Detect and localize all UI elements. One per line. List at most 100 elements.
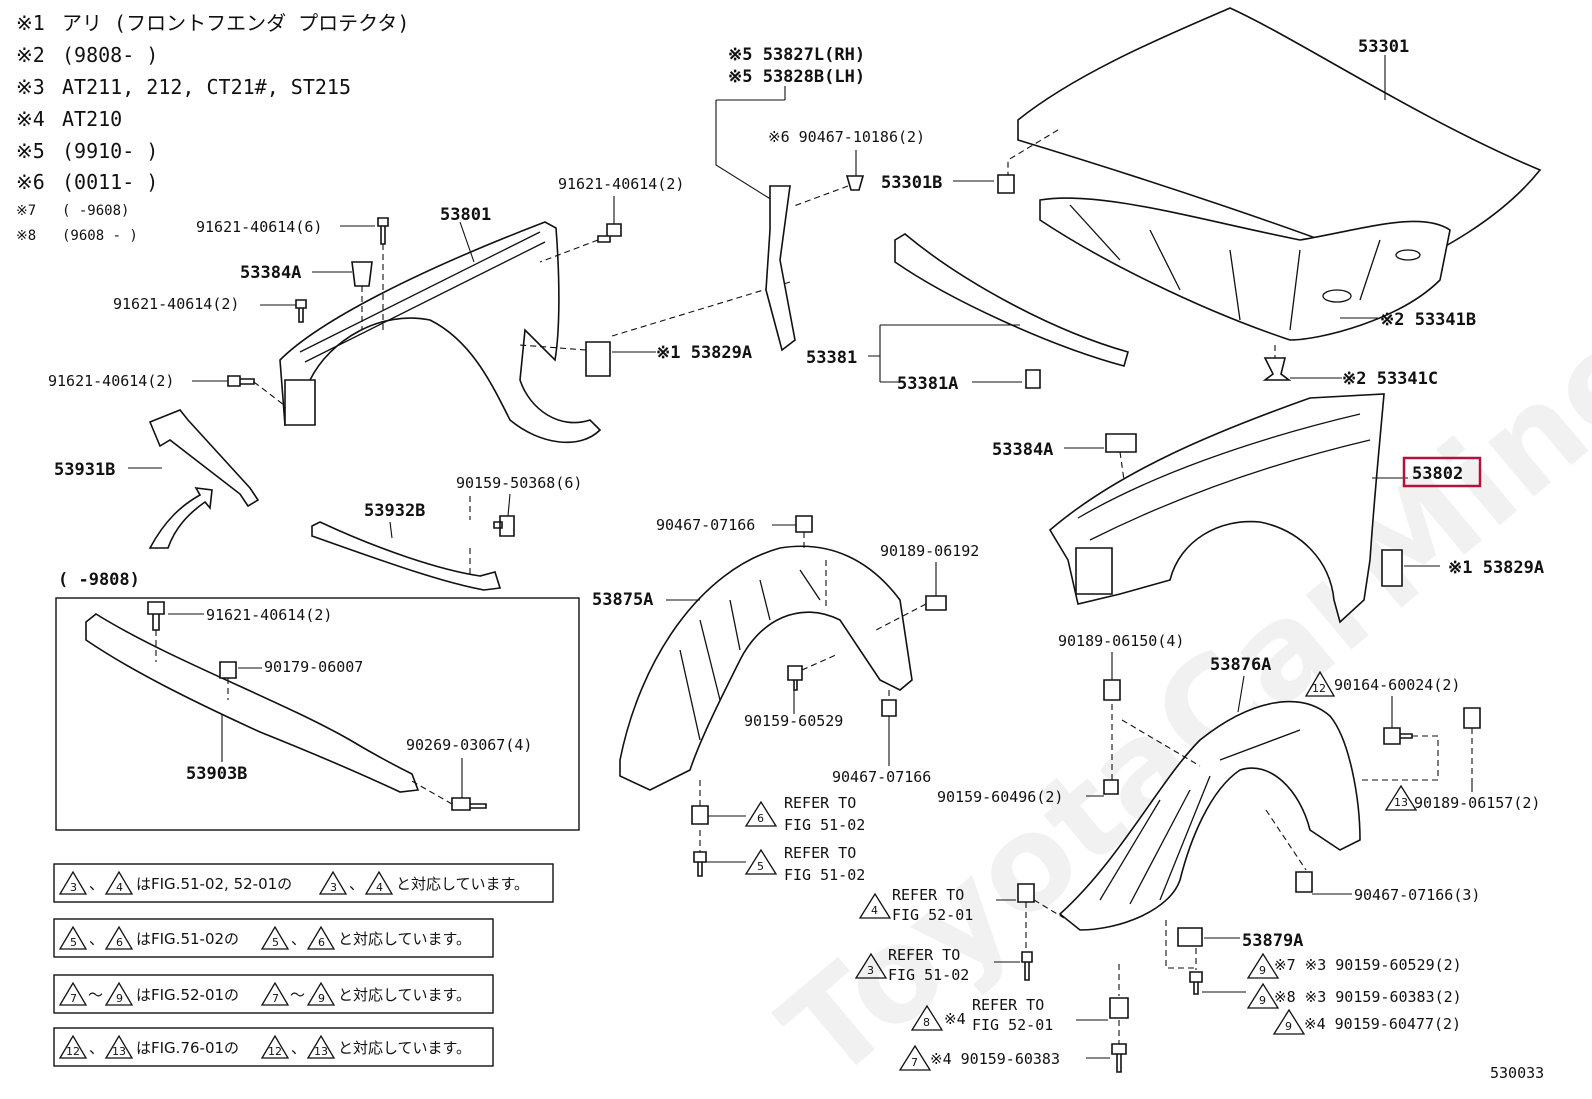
note-7-mark: ※7 bbox=[16, 203, 36, 219]
legend-row-4 bbox=[53, 1027, 494, 1067]
note-4-mark: ※4 bbox=[16, 107, 45, 131]
bumper-53903b bbox=[85, 613, 420, 793]
note-1-text: アリ (フロントフエンダ プロテクタ) bbox=[62, 11, 409, 35]
label-53931b: 53931B bbox=[54, 460, 115, 480]
note-8-text: (9608 - ) bbox=[62, 228, 138, 244]
legend-2-tri-a: 5 bbox=[70, 936, 77, 949]
tri-9-b: 9 bbox=[1259, 994, 1266, 1007]
label-91621-6: 91621-40614(6) bbox=[196, 218, 322, 236]
legend-4-tri-b: 13 bbox=[112, 1045, 126, 1058]
legend-3-tail: と対応しています。 bbox=[338, 986, 471, 1004]
label-91621-c: 91621-40614(2) bbox=[113, 295, 239, 313]
liner-53876a bbox=[1058, 700, 1361, 931]
note-6-mark: ※6 bbox=[16, 170, 45, 194]
refer-to-3: REFER TO bbox=[888, 946, 960, 964]
legend-3-fig: はFIG.52-01の bbox=[136, 986, 239, 1004]
label-53827l: ※5 53827L(RH) bbox=[728, 45, 865, 65]
refer-to-5: REFER TO bbox=[784, 844, 856, 862]
label-53381a: 53381A bbox=[897, 374, 958, 394]
label-53301: 53301 bbox=[1358, 37, 1409, 57]
fender-53802 bbox=[1048, 393, 1385, 624]
legend-3-tri-c: 7 bbox=[272, 992, 279, 1005]
liner-53875a bbox=[619, 545, 913, 791]
legend-2-tri-b: 6 bbox=[116, 936, 123, 949]
legend-4-tri-a: 12 bbox=[66, 1045, 80, 1058]
label-90164: 90164-60024(2) bbox=[1334, 676, 1460, 694]
label-91621-a: 91621-40614(2) bbox=[558, 175, 684, 193]
label-53384a-left: 53384A bbox=[240, 263, 301, 283]
label-90159-60529-a: 90159-60529 bbox=[744, 712, 843, 730]
highlight-53802 bbox=[1402, 456, 1482, 488]
note-3-text: AT211, 212, CT21#, ST215 bbox=[62, 75, 351, 99]
note-4-text: AT210 bbox=[62, 107, 122, 131]
note-2-text: (9808- ) bbox=[62, 43, 158, 67]
label-90159-60477: ※4 90159-60477(2) bbox=[1304, 1015, 1461, 1033]
tri-8: 8 bbox=[923, 1016, 930, 1029]
label-90467-07166-b: 90467-07166 bbox=[832, 768, 931, 786]
label-53341c: ※2 53341C bbox=[1342, 369, 1438, 389]
legend-row-3 bbox=[53, 974, 494, 1014]
note-3-mark: ※3 bbox=[16, 75, 45, 99]
tri-12: 12 bbox=[1312, 682, 1326, 695]
label-53802: 53802 bbox=[1412, 464, 1463, 484]
legend-2-fig: はFIG.51-02の bbox=[136, 930, 239, 948]
label-90159-60383-a: ※8 ※3 90159-60383(2) bbox=[1274, 988, 1462, 1006]
tri-6: 6 bbox=[757, 812, 764, 825]
hood-53301 bbox=[1017, 7, 1542, 341]
legend-1-tri-b: 4 bbox=[116, 881, 123, 894]
label-90159-60496: 90159-60496(2) bbox=[937, 788, 1063, 806]
label-90179: 90179-06007 bbox=[264, 658, 363, 676]
label-53876a: 53876A bbox=[1210, 655, 1271, 675]
label-90189-06150: 90189-06150(4) bbox=[1058, 632, 1184, 650]
refer-to-4: REFER TO bbox=[892, 886, 964, 904]
note-5-mark: ※5 bbox=[16, 139, 45, 163]
tri-9-a: 9 bbox=[1259, 964, 1266, 977]
legend-1-tail: と対応しています。 bbox=[396, 875, 529, 893]
label-90159-60529-b: ※7 ※3 90159-60529(2) bbox=[1274, 956, 1462, 974]
label-90189-06192: 90189-06192 bbox=[880, 542, 979, 560]
label-53381: 53381 bbox=[806, 348, 857, 368]
legend-4-tri-d: 13 bbox=[314, 1045, 328, 1058]
legend-3-tri-a: 7 bbox=[70, 992, 77, 1005]
note-mark-4-refer: ※4 bbox=[944, 1010, 966, 1028]
legend-3-tri-b: 9 bbox=[116, 992, 123, 1005]
label-90269: 90269-03067(4) bbox=[406, 736, 532, 754]
legend-row-2 bbox=[53, 918, 494, 958]
legend-1-tri-d: 4 bbox=[376, 881, 383, 894]
box-9808 bbox=[55, 597, 580, 831]
legend-2-sep-2: 、 bbox=[291, 930, 306, 948]
note-6-text: (0011- ) bbox=[62, 170, 158, 194]
legend-2-tail: と対応しています。 bbox=[338, 930, 471, 948]
label-53829a-left: ※1 53829A bbox=[656, 343, 752, 363]
label-91621-d: 91621-40614(2) bbox=[48, 372, 174, 390]
note-1-mark: ※1 bbox=[16, 11, 45, 35]
legend-1-sep-2: 、 bbox=[349, 875, 364, 893]
label-53829a-right: ※1 53829A bbox=[1448, 558, 1544, 578]
refer-to-8: REFER TO bbox=[972, 996, 1044, 1014]
legend-4-tri-c: 12 bbox=[268, 1045, 282, 1058]
tri-5: 5 bbox=[757, 860, 764, 873]
legend: 3 、 4 はFIG.51-02, 52-01の 3 、 4 と対応しています。… bbox=[53, 863, 554, 1067]
label-53828b: ※5 53828B(LH) bbox=[728, 67, 865, 87]
label-90467-07166-c: 90467-07166(3) bbox=[1354, 886, 1480, 904]
molding-53932b bbox=[311, 521, 502, 591]
fender-53801 bbox=[279, 221, 602, 444]
note-2-mark: ※2 bbox=[16, 43, 45, 67]
label-90159-50368: 90159-50368(6) bbox=[456, 474, 582, 492]
legend-3-sep: 〜 bbox=[88, 986, 103, 1004]
label-90189-06157: 90189-06157(2) bbox=[1414, 794, 1540, 812]
refer-to-6: REFER TO bbox=[784, 794, 856, 812]
page-code: 530033 bbox=[1490, 1064, 1544, 1082]
fig-51-02-3: FIG 51-02 bbox=[888, 966, 969, 984]
tri-3: 3 bbox=[867, 964, 874, 977]
label-53879a: 53879A bbox=[1242, 931, 1303, 951]
label-9808: ( -9808) bbox=[58, 570, 140, 590]
legend-2-sep: 、 bbox=[89, 930, 104, 948]
tri-7: 7 bbox=[911, 1056, 918, 1069]
legend-1-fig: はFIG.51-02, 52-01の bbox=[136, 875, 292, 893]
label-53384a-right: 53384A bbox=[992, 440, 1053, 460]
label-53903b: 53903B bbox=[186, 764, 247, 784]
legend-4-sep-2: 、 bbox=[291, 1039, 306, 1057]
legend-1-tri-c: 3 bbox=[330, 881, 337, 894]
legend-4-sep: 、 bbox=[89, 1039, 104, 1057]
